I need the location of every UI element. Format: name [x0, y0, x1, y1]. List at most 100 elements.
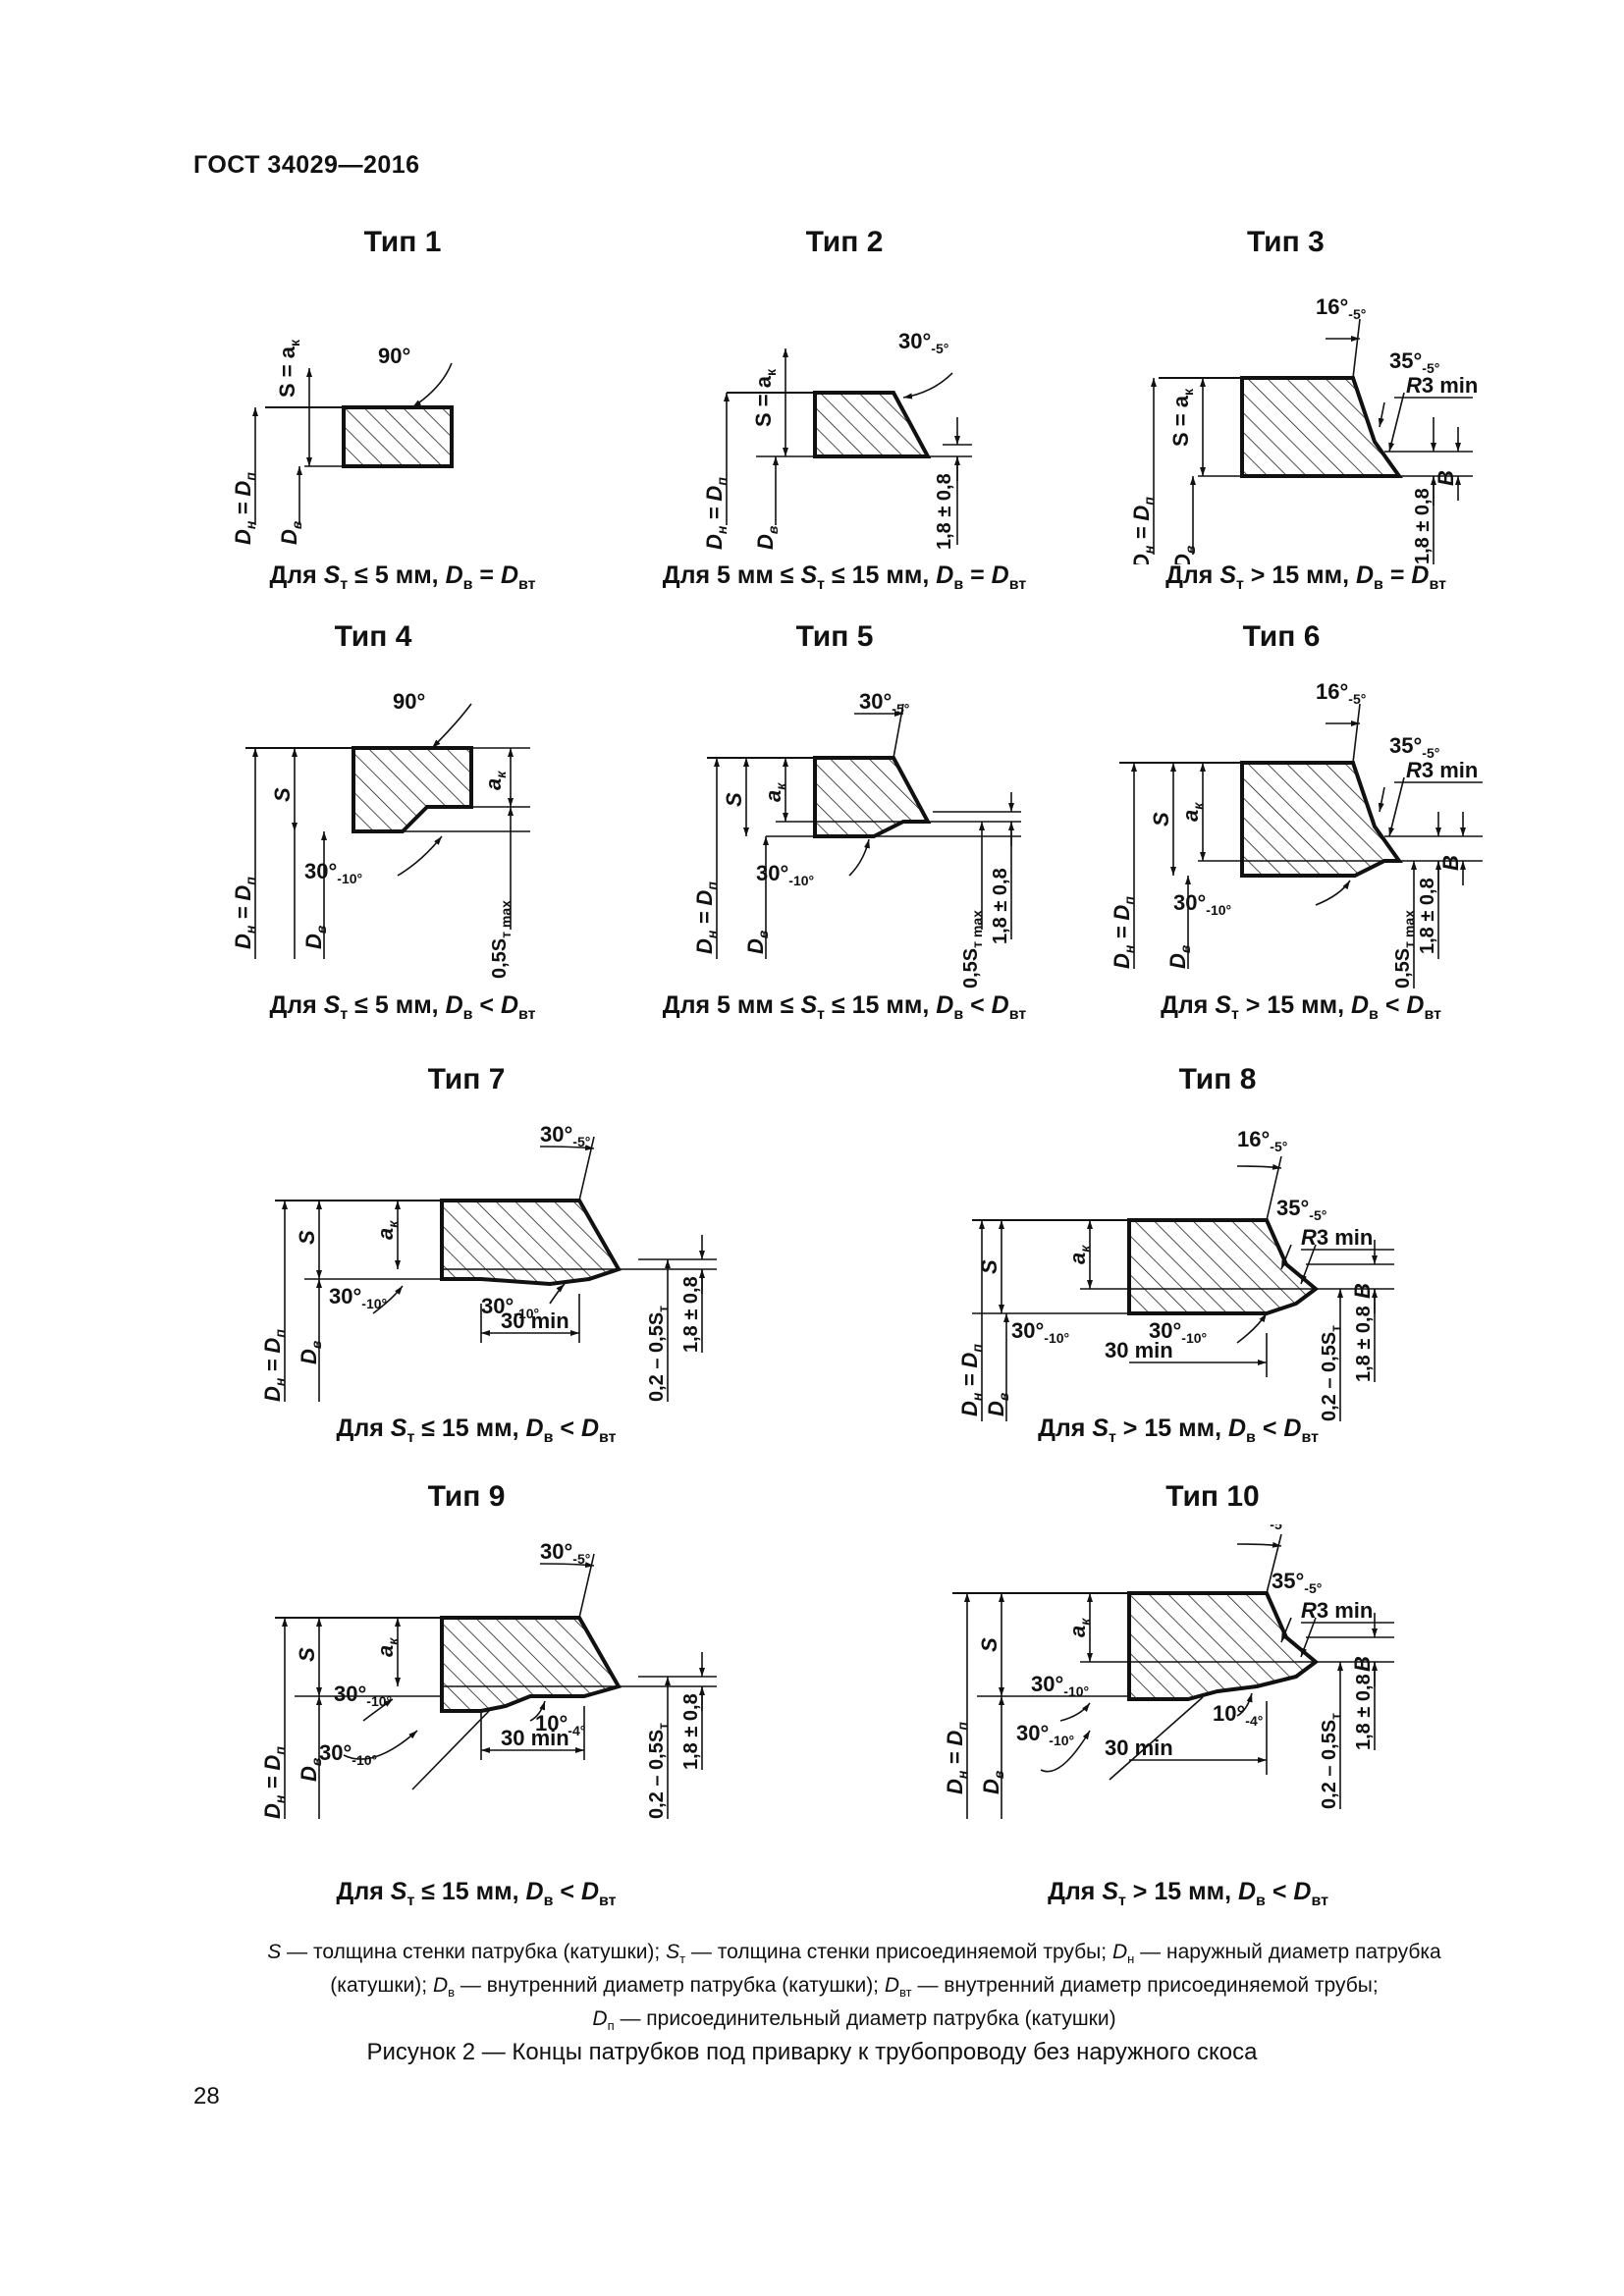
svg-text:30°-5°: 30°-5°	[540, 1122, 590, 1149]
pipe-wall-section	[440, 1199, 622, 1287]
type-1-figure: Тип 1 90° S = aк Dн = Dп Dв Для Sт ≤ 5 м…	[206, 226, 599, 599]
svg-text:30 min: 30 min	[1105, 1735, 1173, 1760]
svg-text:1,8 ± 0,8: 1,8 ± 0,8	[680, 1276, 702, 1353]
svg-text:35°-5°: 35°-5°	[1389, 348, 1439, 376]
pipe-wall-section	[352, 746, 473, 833]
pipe-wall-section	[813, 391, 932, 458]
svg-text:0,2 – 0,5Sт: 0,2 – 0,5Sт	[1319, 1713, 1343, 1809]
svg-text:B: B	[1438, 855, 1463, 871]
svg-text:1,8 ± 0,8: 1,8 ± 0,8	[990, 868, 1011, 944]
angle-label: 90°	[378, 344, 410, 368]
svg-text:S: S	[270, 787, 295, 802]
pipe-wall-section	[1240, 376, 1403, 478]
type-9-drawing: 30°-5° 30°-10° 30°-10° 10°-4° 30 min S a…	[260, 1539, 717, 1819]
svg-text:Dв: Dв	[277, 520, 304, 545]
type-10-figure: Тип 10 16°-5° 35°-5° R3 min B 30°-10° 30…	[923, 1480, 1492, 1922]
svg-text:Dн = Dп: Dн = Dп	[692, 881, 720, 954]
svg-text:Dн = Dп: Dн = Dп	[1129, 497, 1157, 564]
svg-text:30 min: 30 min	[501, 1726, 569, 1750]
svg-text:0,2 – 0,5Sт: 0,2 – 0,5Sт	[1319, 1325, 1343, 1421]
svg-text:Dн = Dп: Dн = Dп	[957, 1344, 985, 1416]
type-4-figure: Тип 4 90° 30°-10° S aк Dн = Dп Dв 0,5Sт …	[206, 620, 599, 1033]
legend-line-3: Dп — присоединительный диаметр патрубка …	[592, 2007, 1116, 2034]
type-caption: Для Sт ≤ 5 мм, Dв < Dвт	[269, 991, 536, 1023]
type-caption: Для Sт > 15 мм, Dв = Dвт	[1165, 561, 1446, 593]
type-8-figure: Тип 8 16°-5° 35°-5° R3 min B 30°-10° 30°…	[943, 1063, 1492, 1456]
svg-text:30°-10°: 30°-10°	[1016, 1721, 1074, 1748]
svg-text:aк: aк	[373, 1220, 401, 1240]
type-title: Тип 7	[427, 1063, 506, 1095]
svg-text:1,8 ± 0,8: 1,8 ± 0,8	[680, 1693, 702, 1770]
type-5-drawing: 30°-5° 30°-10° S aк Dн = Dп Dв 0,5Sт max…	[692, 689, 1021, 988]
svg-text:30°-10°: 30°-10°	[304, 859, 362, 886]
svg-text:30 min: 30 min	[1105, 1338, 1173, 1362]
type-title: Тип 5	[795, 620, 874, 653]
legend-line-1: S — толщина стенки патрубка (катушки); S…	[267, 1941, 1441, 1967]
pipe-wall-section	[1127, 1218, 1320, 1315]
svg-text:Dв: Dв	[984, 1392, 1011, 1416]
svg-text:Dн = Dп: Dн = Dп	[260, 1746, 288, 1819]
svg-text:1,8 ± 0,8: 1,8 ± 0,8	[1412, 488, 1434, 564]
svg-text:35°-5°: 35°-5°	[1389, 733, 1439, 761]
svg-text:1,8 ± 0,8: 1,8 ± 0,8	[1353, 1674, 1375, 1750]
svg-text:B: B	[1350, 1656, 1375, 1672]
svg-text:Dн = Dп: Dн = Dп	[1110, 896, 1137, 969]
svg-text:0,2 – 0,5Sт: 0,2 – 0,5Sт	[646, 1306, 671, 1402]
type-8-drawing: 16°-5° 35°-5° R3 min B 30°-10° 30°-10° 3…	[957, 1127, 1394, 1421]
type-6-figure: Тип 6 16°-5° 35°-5° R3 min B 30°-10° S a…	[1090, 620, 1512, 1033]
type-4-drawing: 90° 30°-10° S aк Dн = Dп Dв 0,5Sт max	[231, 689, 530, 979]
svg-text:16°-5°: 16°-5°	[1316, 679, 1366, 707]
symbols-legend: S — толщина стенки патрубка (катушки); S…	[196, 1939, 1512, 2040]
svg-text:aк: aк	[1178, 802, 1206, 822]
type-title: Тип 1	[363, 226, 442, 258]
svg-text:0,2 – 0,5Sт: 0,2 – 0,5Sт	[646, 1723, 671, 1819]
svg-text:16°-5°: 16°-5°	[1237, 1524, 1287, 1532]
type-caption: Для 5 мм ≤ Sт ≤ 15 мм, Dв < Dвт	[662, 991, 1027, 1023]
svg-text:Dн = Dп: Dн = Dп	[702, 477, 730, 550]
type-caption: Для Sт > 15 мм, Dв < Dвт	[1038, 1415, 1319, 1446]
svg-text:30°-10°: 30°-10°	[334, 1682, 392, 1709]
svg-text:S: S	[1149, 812, 1173, 827]
svg-text:Dн = Dп: Dн = Dп	[231, 472, 258, 545]
svg-text:35°-5°: 35°-5°	[1276, 1196, 1326, 1223]
svg-text:0,5Sт max: 0,5Sт max	[1392, 910, 1417, 988]
type-caption: Для 5 мм ≤ Sт ≤ 15 мм, Dв = Dвт	[662, 561, 1027, 593]
svg-text:aк: aк	[1065, 1245, 1093, 1264]
svg-text:30°-10°: 30°-10°	[1173, 890, 1231, 918]
svg-text:aк: aк	[1065, 1618, 1093, 1637]
svg-text:Dн = Dп: Dн = Dп	[231, 877, 258, 949]
type-7-drawing: 30°-5° 30°-10° 30°-10° 30 min S aк Dн = …	[260, 1122, 717, 1402]
svg-text:16°-5°: 16°-5°	[1316, 294, 1366, 322]
svg-text:R3 min: R3 min	[1301, 1598, 1373, 1623]
svg-text:B: B	[1350, 1283, 1375, 1299]
type-5-figure: Тип 5 30°-5° 30°-10° S aк Dн = Dп Dв 0,5…	[638, 620, 1051, 1033]
svg-text:S: S	[295, 1230, 319, 1245]
type-title: Тип 3	[1247, 226, 1325, 258]
svg-text:1,8 ± 0,8: 1,8 ± 0,8	[1417, 878, 1438, 954]
svg-text:30°-10°: 30°-10°	[319, 1740, 377, 1768]
svg-text:0,5Sт max: 0,5Sт max	[489, 900, 514, 979]
svg-text:30 min: 30 min	[501, 1308, 569, 1333]
svg-text:S: S	[722, 792, 746, 807]
svg-text:1,8 ± 0,8: 1,8 ± 0,8	[1353, 1306, 1375, 1382]
svg-text:R3 min: R3 min	[1301, 1225, 1373, 1250]
pipe-wall-section	[1240, 761, 1403, 878]
pipe-wall-section	[440, 1616, 623, 1713]
svg-text:Dн = Dп: Dн = Dп	[260, 1329, 288, 1402]
svg-text:35°-5°: 35°-5°	[1272, 1569, 1322, 1596]
svg-text:R3 min: R3 min	[1406, 758, 1478, 782]
type-title: Тип 6	[1242, 620, 1321, 653]
svg-text:Dв: Dв	[297, 1340, 324, 1364]
svg-text:16°-5°: 16°-5°	[1237, 1127, 1287, 1154]
svg-text:aк: aк	[761, 782, 788, 802]
svg-text:S = aк: S = aк	[751, 368, 779, 427]
pipe-wall-section	[813, 756, 932, 838]
svg-text:30°-10°: 30°-10°	[329, 1284, 387, 1311]
svg-text:30°-5°: 30°-5°	[859, 689, 909, 717]
type-title: Тип 10	[1165, 1480, 1260, 1513]
type-6-drawing: 16°-5° 35°-5° R3 min B 30°-10° S aк Dн =…	[1110, 679, 1483, 988]
svg-text:Dв: Dв	[1165, 944, 1193, 969]
svg-text:S: S	[977, 1259, 1001, 1274]
svg-text:0,5Sт max: 0,5Sт max	[960, 910, 985, 988]
svg-text:Dв: Dв	[743, 930, 771, 954]
